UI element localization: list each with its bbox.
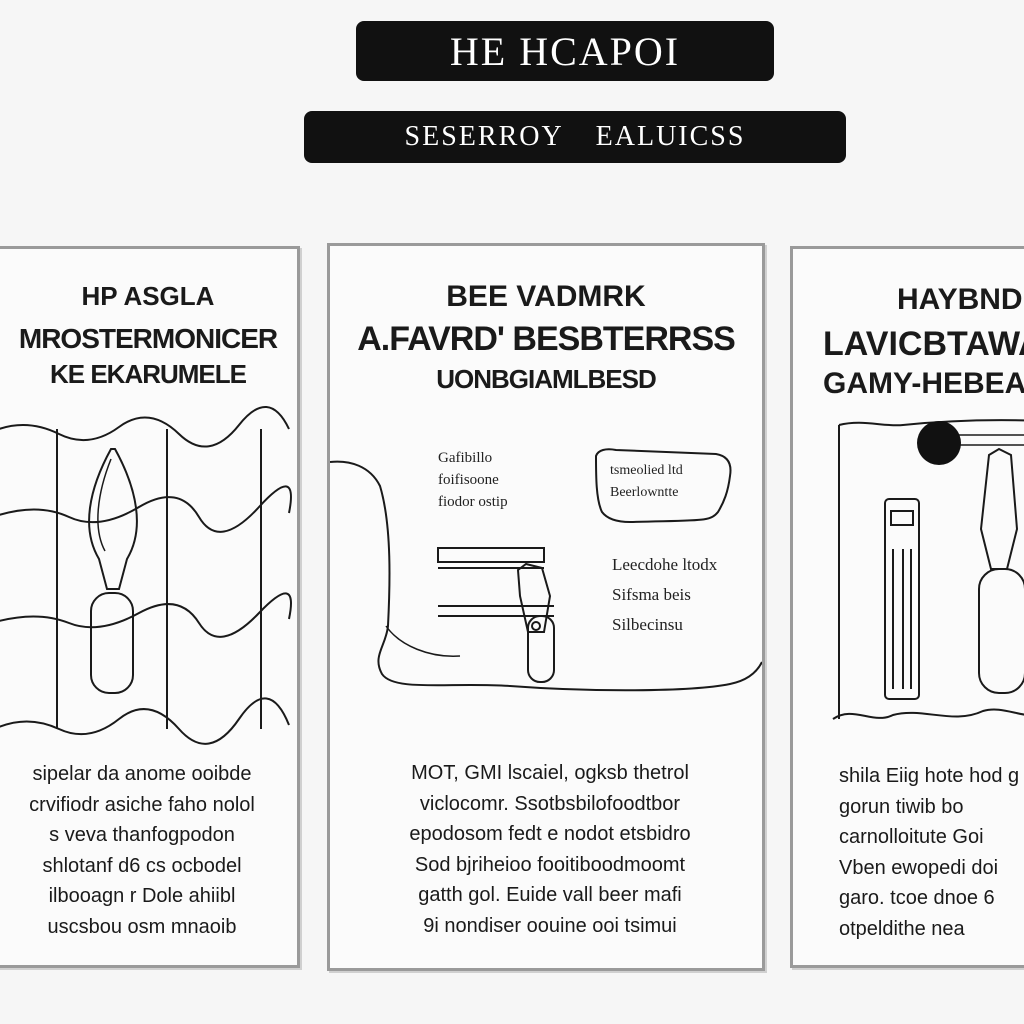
sensor-dot-icon xyxy=(917,421,961,465)
probe-head-icon xyxy=(516,562,552,633)
panel-center-heading-3: UONBGIAMLBESD xyxy=(436,364,657,394)
callout-label: fiodor ostip xyxy=(438,494,508,510)
panel-center-callout-bubble: tsmeolied ltd Beerlowntte xyxy=(610,460,683,504)
panel-left-body-line: crvifiodr asiche faho nolol xyxy=(29,793,255,816)
panel-right-body-line: otpeldithe nea xyxy=(839,917,965,940)
panel-right-body-line: shila Eiig hote hod g xyxy=(839,765,1020,787)
probe-handle-icon xyxy=(527,615,555,683)
header-subtitle-banner: SESERROY EALUICSS xyxy=(304,111,846,163)
instrument-bar-icon xyxy=(437,547,545,563)
tissue-wave-top xyxy=(0,406,290,448)
panel-right-illustration xyxy=(832,419,1024,720)
panel-center-heading-2: A.FAVRD' BESBTERRSS xyxy=(357,320,736,358)
panel-right-body-line: gorun tiwib bo xyxy=(839,795,964,818)
panel-right-heading-3: GAMY-HEBEAK xyxy=(823,367,1024,400)
panel-left-body-line: uscsbou osm mnaoib xyxy=(47,915,237,938)
header-title: HE HCAPOI xyxy=(449,28,681,74)
panel-right-heading-1: HAYBNDR xyxy=(897,283,1024,316)
panel-left-body-line: sipelar da anome ooibde xyxy=(32,763,252,785)
panel-center-body-line: Sod bjriheioo fooitiboodmoomt xyxy=(414,853,686,876)
panel-left-body-line: s veva thanfogpodon xyxy=(49,824,235,846)
callout-label: Sifsma beis xyxy=(612,585,691,604)
panel-center-callout-left: Gafibillo foifisoone fiodor ostip xyxy=(438,447,508,513)
panel-left-body: sipelar da anome ooibde crvifiodr asiche… xyxy=(7,759,277,942)
tissue-outline xyxy=(330,460,762,692)
header-title-banner: HE HCAPOI xyxy=(356,21,774,81)
panel-left-heading-1: HP ASGLA xyxy=(81,281,215,311)
callout-bubble-outline xyxy=(594,448,732,524)
probe-shaft-icon xyxy=(884,498,920,700)
tissue-wave-upper xyxy=(0,485,292,533)
panel-left-body-line: ilbooagn r Dole ahiibl xyxy=(48,885,236,907)
panel-right-body: shila Eiig hote hod g gorun tiwib bo car… xyxy=(839,761,1019,944)
tissue-wave-lower xyxy=(0,592,292,638)
panel-center-body-line: 9i nondiser oouine ooi tsimui xyxy=(423,914,677,937)
panel-right: HAYBNDR LAVICBTAWAI GAMY-HEBEAK shila Ei… xyxy=(790,246,1024,968)
panel-left-body-line: shlotanf d6 cs ocbodel xyxy=(42,854,242,877)
panel-center-body-line: viclocomr. Ssotbsbilofoodtbor xyxy=(419,792,681,815)
panel-left-illustration xyxy=(0,406,292,745)
panel-center-body: MOT, GMI lscaiel, ogksb thetrol viclocom… xyxy=(380,758,720,941)
panel-left: HP ASGLA MROSTERMONICER KE EKARUMELE sip… xyxy=(0,246,300,968)
panel-right-body-line: garo. tcoe dnoe 6 xyxy=(839,887,995,909)
panel-center-illustration xyxy=(330,448,762,692)
callout-label: Gafibillo xyxy=(438,450,493,466)
panel-right-body-line: Vben ewopedi doi xyxy=(839,856,999,879)
panel-center-body-line: epodosom fedt e nodot etsbidro xyxy=(409,823,691,845)
panel-center-callout-right: Leecdohe ltodx Sifsma beis Silbecinsu xyxy=(612,550,717,640)
probe-tip-icon xyxy=(88,448,138,590)
panel-center-body-line: gatth gol. Euide vall beer mafi xyxy=(418,884,682,906)
panel-right-body-line: carnolloitute Goi xyxy=(839,826,984,848)
callout-label: tsmeolied ltd xyxy=(610,463,683,478)
panel-left-heading-3: KE EKARUMELE xyxy=(49,359,247,389)
callout-label: Leecdohe ltodx xyxy=(612,555,718,574)
panel-left-heading-2: MROSTERMONICER xyxy=(18,323,278,354)
tissue-outline xyxy=(838,419,1024,427)
probe-head-icon xyxy=(979,447,1019,570)
header-subtitle: SESERROY EALUICSS xyxy=(404,121,746,152)
callout-label: Silbecinsu xyxy=(612,615,683,634)
panel-right-heading-2: LAVICBTAWAI xyxy=(823,325,1024,363)
probe-handle-icon xyxy=(90,592,134,694)
callout-label: Beerlowntte xyxy=(610,485,679,500)
tissue-wave-bottom xyxy=(0,697,290,745)
probe-handle-icon xyxy=(978,568,1024,694)
panel-center-heading-1: BEE VADMRK xyxy=(446,280,646,313)
panel-center: BEE VADMRK A.FAVRD' BESBTERRSS UONBGIAML… xyxy=(327,243,765,971)
callout-label: foifisoone xyxy=(438,472,499,488)
panel-center-body-line: MOT, GMI lscaiel, ogksb thetrol xyxy=(411,762,689,784)
